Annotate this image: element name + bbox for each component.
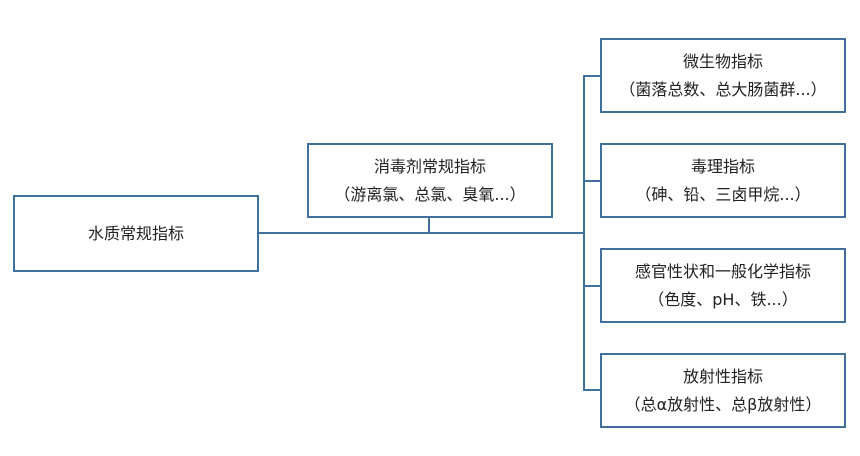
- connector-branch-toxicology: [583, 180, 601, 182]
- branch-node-detail: （菌落总数、总大肠菌群...）: [619, 79, 827, 99]
- connector-disinfectant-stem: [428, 217, 430, 233]
- branch-node-title: 微生物指标: [682, 52, 763, 72]
- branch-node-microbial: 微生物指标 （菌落总数、总大肠菌群...）: [600, 38, 846, 113]
- disinfectant-node-title: 消毒剂常规指标: [373, 157, 486, 177]
- connector-main-horizontal: [258, 232, 584, 234]
- connector-branch-microbial: [583, 75, 601, 77]
- root-node: 水质常规指标: [13, 195, 259, 272]
- branch-node-title: 放射性指标: [682, 367, 763, 387]
- disinfectant-node: 消毒剂常规指标 （游离氯、总氯、臭氧...）: [307, 143, 553, 218]
- disinfectant-node-detail: （游离氯、总氯、臭氧...）: [334, 184, 526, 204]
- branch-node-title: 毒理指标: [690, 157, 755, 177]
- connector-trunk-vertical: [583, 75, 585, 391]
- branch-node-detail: （砷、铅、三卤甲烷...）: [635, 184, 811, 204]
- branch-node-radioactive: 放射性指标 （总α放射性、总β放射性）: [600, 353, 846, 428]
- branch-node-detail: （色度、pH、铁...）: [648, 289, 798, 309]
- branch-node-detail: （总α放射性、总β放射性）: [624, 394, 822, 414]
- branch-node-sensory: 感官性状和一般化学指标 （色度、pH、铁...）: [600, 248, 846, 323]
- connector-branch-sensory: [583, 285, 601, 287]
- branch-node-title: 感官性状和一般化学指标: [634, 262, 811, 282]
- root-node-label: 水质常规指标: [87, 223, 184, 243]
- connector-branch-radioactive: [583, 389, 601, 391]
- branch-node-toxicology: 毒理指标 （砷、铅、三卤甲烷...）: [600, 143, 846, 218]
